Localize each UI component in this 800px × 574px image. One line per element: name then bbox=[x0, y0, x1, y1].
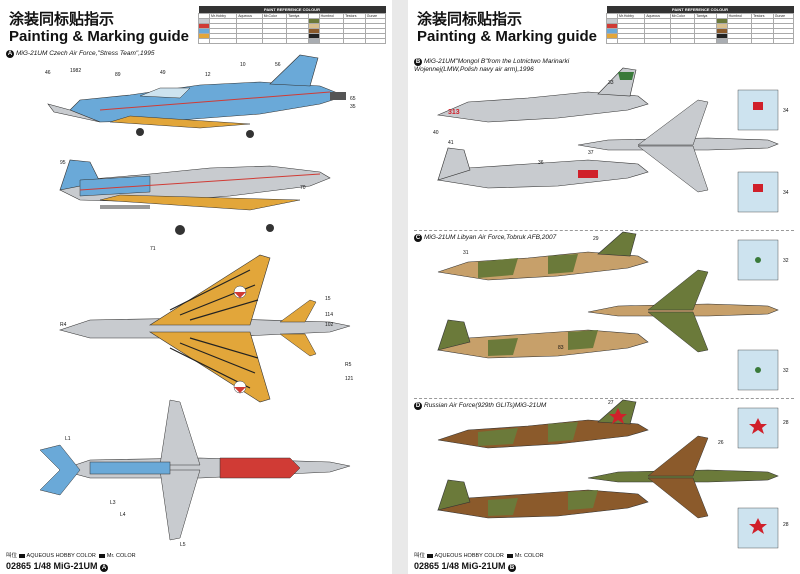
callout-number: R5 bbox=[345, 362, 352, 368]
callout-number: 95 bbox=[60, 160, 66, 166]
legend-prefix: 叫位 bbox=[414, 553, 426, 559]
callout-number: 102 bbox=[325, 322, 334, 328]
scheme-d-side-1 bbox=[437, 399, 649, 449]
footer-badge: B bbox=[508, 564, 517, 572]
scheme-badge: B bbox=[414, 58, 422, 66]
callout-number: 89 bbox=[115, 72, 121, 78]
scheme-c-text: MiG-21UM Libyan Air Force,Tobruk AFB,200… bbox=[424, 234, 557, 241]
scheme-c-top-view bbox=[587, 239, 779, 391]
scheme-divider bbox=[414, 398, 794, 399]
aircraft-drawings-scheme-a bbox=[39, 54, 351, 541]
legend-aqueous: AQUEOUS HOBBY COLOR bbox=[26, 553, 96, 559]
legend-prefix: 叫位 bbox=[6, 553, 18, 559]
callout-number: 26 bbox=[718, 440, 724, 446]
callout-number: L3 bbox=[110, 500, 116, 506]
scheme-badge: D bbox=[414, 402, 422, 410]
callout-number: 46 bbox=[45, 70, 51, 76]
page-title-chinese: 涂装同标贴指示 bbox=[417, 10, 523, 28]
callout-number: 12 bbox=[205, 72, 211, 78]
scheme-c-side-2 bbox=[436, 319, 649, 359]
paint-reference-table: PAINT REFERENCE COLOUR Mr.Hobby Aqueous … bbox=[606, 6, 795, 44]
paint-table-header: PAINT REFERENCE COLOUR bbox=[606, 6, 794, 14]
callout-number: 27 bbox=[608, 400, 614, 406]
paint-reference-table: PAINT REFERENCE COLOUR Mr.Hobby Aqueous … bbox=[198, 6, 387, 44]
page-gutter bbox=[392, 0, 408, 574]
paint-table-header: PAINT REFERENCE COLOUR bbox=[198, 6, 386, 14]
top-view bbox=[58, 254, 351, 403]
callout-number: L4 bbox=[120, 512, 126, 518]
callout-number: 70 bbox=[300, 185, 306, 191]
callout-number: 41 bbox=[448, 140, 454, 146]
side-number: 83 bbox=[558, 345, 564, 351]
page-title-english: Painting & Marking guide bbox=[9, 28, 190, 45]
bottom-view bbox=[39, 399, 351, 541]
instruction-page-right: 涂装同标贴指示 Painting & Marking guide PAINT R… bbox=[408, 0, 800, 574]
callout-number: 28 bbox=[783, 420, 789, 426]
callout-number: 49 bbox=[160, 70, 166, 76]
footer-code: 02865 1/48 MiG-21UM bbox=[414, 561, 506, 571]
side-view-port bbox=[47, 54, 346, 138]
callout-number: 71 bbox=[150, 246, 156, 252]
scheme-b-text: MiG-21UM"Mongol B"from the Lotnictwo Mar… bbox=[414, 58, 570, 73]
callout-number: 37 bbox=[588, 150, 594, 156]
callout-number: L5 bbox=[180, 542, 186, 548]
callout-number: 65 bbox=[350, 96, 356, 102]
footer-code: 02865 1/48 MiG-21UM bbox=[6, 561, 98, 571]
paint-legend: 叫位 AQUEOUS HOBBY COLOR Mr. COLOR bbox=[414, 551, 544, 559]
instruction-page-left: 涂装同标贴指示 Painting & Marking guide PAINT R… bbox=[0, 0, 392, 574]
legend-aqueous: AQUEOUS HOBBY COLOR bbox=[434, 553, 504, 559]
callout-number: 114 bbox=[325, 312, 333, 318]
scheme-a-text: MiG-21UM Czech Air Force,"Stress Team",1… bbox=[16, 50, 155, 57]
scheme-c-side-1 bbox=[437, 231, 649, 281]
page-title-english: Painting & Marking guide bbox=[417, 28, 598, 45]
scheme-b-top-view bbox=[577, 89, 779, 213]
callout-number: 34 bbox=[783, 190, 789, 196]
callout-number: 40 bbox=[433, 130, 439, 136]
page-title-chinese: 涂装同标贴指示 bbox=[9, 10, 115, 28]
callout-number: 36 bbox=[538, 160, 544, 166]
scheme-d-top-view bbox=[587, 407, 779, 549]
side-number: 313 bbox=[448, 109, 460, 116]
aqueous-swatch bbox=[426, 553, 433, 558]
paint-legend: 叫位 AQUEOUS HOBBY COLOR Mr. COLOR bbox=[6, 551, 136, 559]
mrcolor-swatch bbox=[506, 553, 513, 558]
callout-number: 1982 bbox=[70, 68, 82, 74]
callout-number: 10 bbox=[240, 62, 246, 68]
scheme-d-text: Russian Air Force(929th GLITs)MiG-21UM bbox=[424, 402, 547, 409]
aircraft-drawings-schemes-bcd: 313 bbox=[436, 67, 779, 549]
scheme-b-side-1: 313 bbox=[436, 67, 649, 123]
scheme-badge: A bbox=[6, 50, 14, 58]
callout-number: 31 bbox=[463, 250, 469, 256]
callout-number: 33 bbox=[608, 80, 614, 86]
callout-number: R4 bbox=[60, 322, 67, 328]
callout-number: 15 bbox=[325, 296, 331, 302]
aqueous-swatch bbox=[18, 553, 25, 558]
legend-mrcolor: Mr. COLOR bbox=[106, 553, 136, 559]
callout-number: 34 bbox=[783, 108, 789, 114]
callout-number: 35 bbox=[350, 104, 356, 110]
page-footer: 02865 1/48 MiG-21UM B bbox=[414, 561, 518, 572]
scheme-badge: C bbox=[414, 234, 422, 242]
footer-badge: A bbox=[100, 564, 109, 572]
callout-number: 56 bbox=[275, 62, 281, 68]
callout-number: 121 bbox=[345, 376, 354, 382]
legend-mrcolor: Mr. COLOR bbox=[514, 553, 544, 559]
callout-number: 28 bbox=[783, 522, 789, 528]
scheme-d-side-2 bbox=[436, 479, 649, 519]
callout-number: L1 bbox=[65, 436, 71, 442]
scheme-b-side-2 bbox=[436, 147, 649, 189]
page-footer: 02865 1/48 MiG-21UM A bbox=[6, 561, 110, 572]
callout-number: 29 bbox=[593, 236, 599, 242]
callout-number: 32 bbox=[783, 258, 789, 264]
mrcolor-swatch bbox=[98, 553, 105, 558]
scheme-divider bbox=[414, 230, 794, 231]
side-view-starboard bbox=[59, 159, 331, 235]
callout-number: 32 bbox=[783, 368, 789, 374]
